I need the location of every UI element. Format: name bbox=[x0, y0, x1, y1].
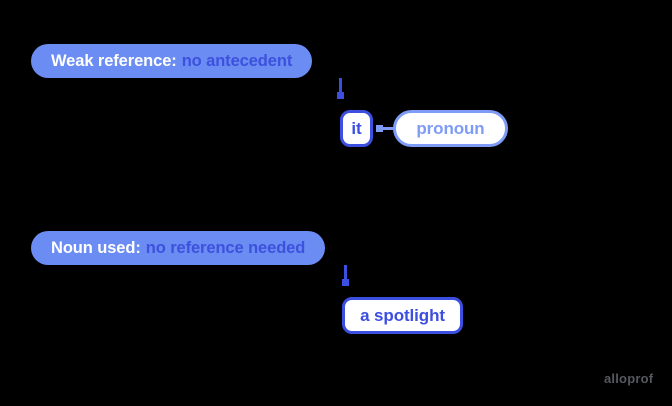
statement-pill-tail: no antecedent bbox=[181, 51, 293, 70]
term-chip-it[interactable]: it bbox=[340, 110, 373, 147]
connector-pronoun-horizontal bbox=[380, 127, 394, 130]
connector-weak-reference-endpoint-dot bbox=[337, 92, 344, 99]
statement-pill-lead: Weak reference: bbox=[51, 51, 177, 70]
term-chip-a-spotlight[interactable]: a spotlight bbox=[342, 297, 463, 334]
connector-pronoun-start-dot bbox=[376, 125, 383, 132]
statement-pill-weak-reference: Weak reference: no antecedent bbox=[31, 44, 313, 78]
statement-pill-tail: no reference needed bbox=[145, 238, 306, 257]
connector-weak-reference-vertical bbox=[339, 78, 342, 95]
connector-noun-used-endpoint-dot bbox=[342, 279, 349, 286]
statement-pill-noun-used: Noun used: no reference needed bbox=[31, 231, 326, 265]
statement-pill-lead: Noun used: bbox=[51, 238, 141, 257]
connector-noun-used-vertical bbox=[344, 265, 347, 282]
brand-logo-alloprof: alloprof bbox=[604, 371, 654, 386]
tag-chip-pronoun[interactable]: pronoun bbox=[393, 110, 508, 147]
